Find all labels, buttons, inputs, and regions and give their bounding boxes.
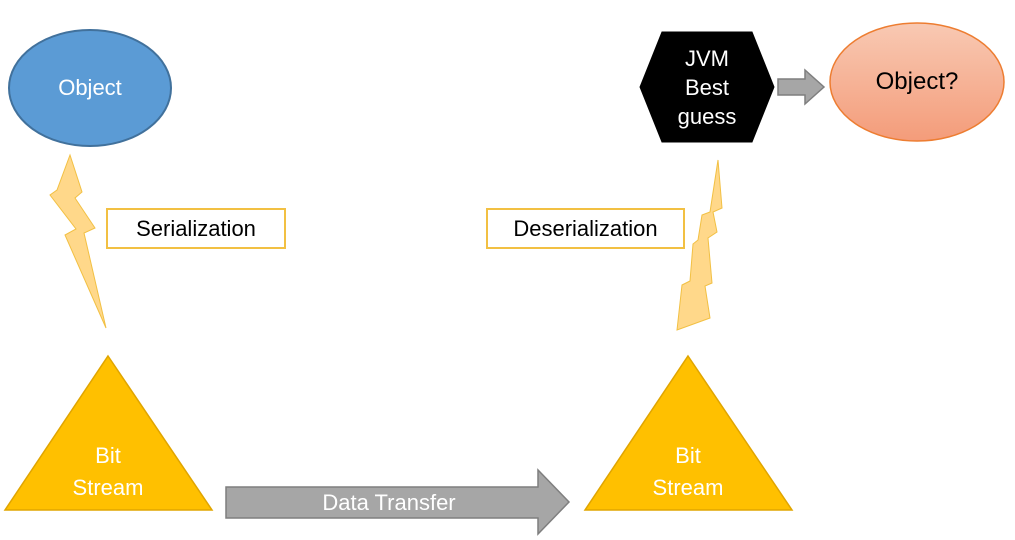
object-unknown-label: Object?	[875, 68, 959, 95]
object-label: Object	[58, 75, 122, 101]
data-transfer-arrow	[225, 468, 571, 536]
bitstream-right-line-2: Stream	[652, 475, 724, 500]
serialization-label: Serialization	[106, 208, 286, 249]
bitstream-triangle-right	[583, 354, 794, 511]
jvm-best-guess-label: JVM Best guess	[655, 36, 759, 138]
lightning-bolt-left	[49, 153, 107, 329]
bitstream-label-right: Bit Stream	[638, 440, 738, 504]
object-unknown-ellipse	[829, 22, 1005, 142]
jvm-label-line-1: JVM	[685, 45, 729, 71]
bitstream-triangle-left	[3, 354, 214, 511]
jvm-label-line-2: Best	[684, 74, 730, 100]
lightning-bolt-right	[676, 159, 723, 331]
bitstream-left-line-1: Bit	[95, 443, 121, 468]
deserialization-label: Deserialization	[486, 208, 685, 249]
bitstream-right-line-1: Bit	[675, 443, 701, 468]
jvm-label-line-3: guess	[677, 103, 737, 129]
jvm-hexagon	[639, 31, 775, 143]
bitstream-label-left: Bit Stream	[58, 440, 158, 504]
jvm-to-object-arrow	[777, 68, 826, 106]
data-transfer-label: Data Transfer	[322, 489, 456, 515]
object-ellipse	[8, 29, 172, 147]
bitstream-left-line-2: Stream	[72, 475, 144, 500]
